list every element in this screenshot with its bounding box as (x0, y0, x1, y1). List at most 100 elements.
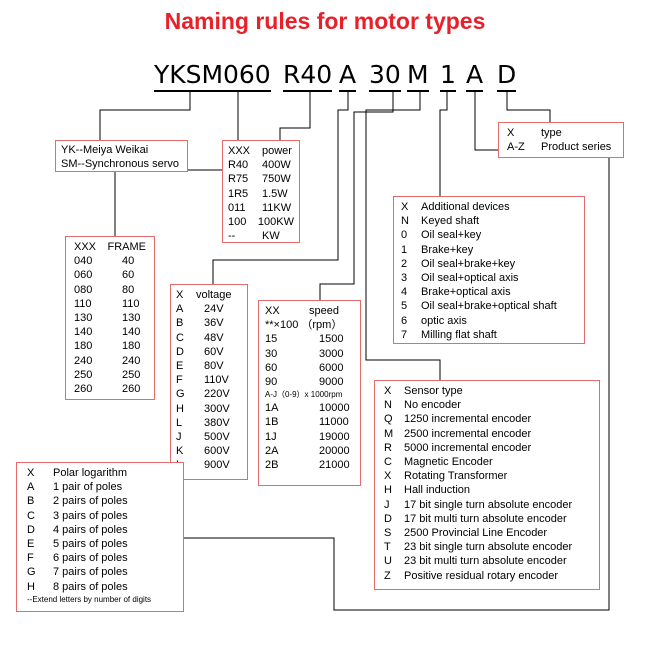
code-part-product: D (497, 60, 517, 92)
speed-unit: **×100 （rpm） (265, 319, 343, 332)
voltage-row: H 300V (176, 402, 242, 416)
sensor-row: Q 1250 incremental encoder (384, 412, 590, 426)
frame-row-value: 180 (122, 340, 141, 353)
poles-row-value: 4 pairs of poles (53, 523, 128, 536)
code-part-frame: 060 (223, 60, 271, 92)
sensor-row-key: Q (384, 413, 393, 426)
power-row-value: 1.5W (262, 187, 288, 200)
voltage-row-key: J (176, 431, 182, 444)
speed-row-value: 10000 (319, 402, 350, 415)
voltage-row-value: 600V (204, 445, 230, 458)
code-part-sensor: M (407, 60, 429, 92)
voltage-row-key: H (176, 402, 184, 415)
voltage-row-key: B (176, 317, 184, 330)
additional-row-value: Keyed shaft (421, 215, 480, 228)
sensor-row-key: N (384, 399, 392, 412)
poles-row-value: 8 pairs of poles (53, 580, 128, 593)
additional-row-value: Oil seal+optical axis (421, 272, 519, 285)
voltage-row-value: 300V (204, 402, 230, 415)
frame-row-value: 260 (122, 383, 141, 396)
voltage-row: C 48V (176, 331, 242, 345)
sensor-row-value: Magnetic Encoder (404, 456, 493, 469)
poles-row-value: 7 pairs of poles (53, 566, 128, 579)
additional-row-key: 2 (401, 257, 408, 270)
frame-row-key: 260 (74, 383, 93, 396)
power-row: --KW (228, 229, 294, 243)
code-part-power: R40 (283, 60, 333, 92)
frame-row-value: 240 (122, 354, 141, 367)
connector-sensor (365, 92, 441, 380)
voltage-row-value: 24V (204, 303, 224, 316)
connector-voltage (212, 92, 349, 284)
speed-row: 90 9000 (265, 375, 354, 389)
frame-row-key: 080 (74, 283, 93, 296)
poles-row-key: H (27, 580, 35, 593)
frame-row-value: 130 (122, 312, 141, 325)
frame-row-key: 060 (74, 269, 93, 282)
speed-row-key: 90 (265, 376, 278, 389)
frame-row-key: 140 (74, 326, 93, 339)
power-row-value: 100KW (257, 216, 294, 229)
additional-row-value: Oil seal+key (421, 229, 482, 242)
sensor-row-key: T (384, 541, 391, 554)
frame-row-value: 250 (122, 368, 141, 381)
voltage-row-value: 60V (204, 345, 224, 358)
speed-row-key: 1B (265, 416, 279, 429)
sensor-row-value: 1250 incremental encoder (404, 413, 532, 426)
sensor-row-value: 23 bit multi turn absolute encoder (404, 555, 567, 568)
speed-row-key: 15 (265, 333, 278, 346)
frame-row: 260 260 (74, 382, 146, 396)
voltage-row-key: C (176, 331, 184, 344)
sensor-row-key: U (384, 555, 392, 568)
speed-row-value: 20000 (319, 444, 350, 457)
voltage-row-value: 380V (204, 416, 230, 429)
frame-row-value: 80 (122, 283, 135, 296)
additional-row-value: Additional devices (421, 201, 510, 213)
additional-row-value: Oil seal+brake+key (421, 257, 516, 270)
sensor-row-value: 17 bit multi turn absolute encoder (404, 512, 567, 525)
additional-row-value: optic axis (421, 314, 467, 327)
frame-row: 080 80 (74, 283, 146, 297)
voltage-row-value: 48V (204, 331, 224, 344)
speed-row-value: 9000 (319, 376, 344, 389)
additional-row-key: 1 (401, 243, 408, 256)
sensor-row-value: 2500 incremental encoder (404, 427, 532, 440)
voltage-row-key: E (176, 360, 184, 373)
